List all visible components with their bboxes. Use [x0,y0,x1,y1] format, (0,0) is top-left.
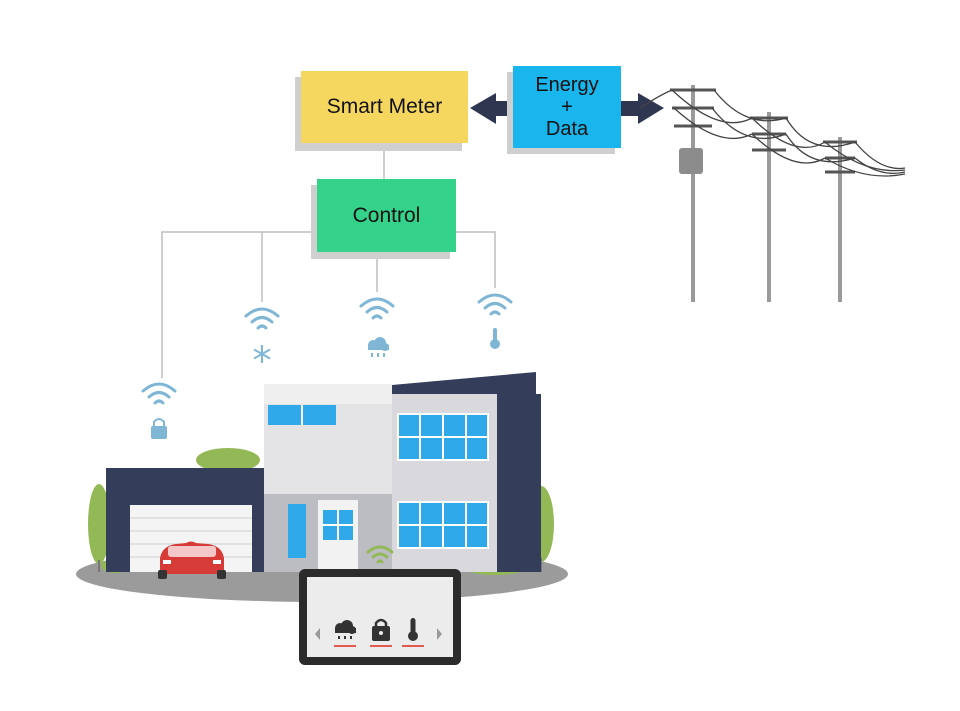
control-label: Control [352,203,421,227]
cloud-rain-icon [335,620,356,639]
car-illustration [158,541,226,579]
thermometer-icon [490,328,500,349]
wifi-icon [141,382,177,405]
cloud-rain-icon [368,337,389,357]
utility-poles [639,85,906,302]
snowflake-icon [253,345,271,363]
wifi-icon [359,297,395,320]
wifi-icon [244,307,280,330]
lock-icon [151,418,167,439]
window [397,413,489,549]
smart-meter-box: Smart Meter [301,71,468,143]
wifi-icon [477,293,513,316]
arrows [470,93,664,124]
transformer-icon [679,148,703,174]
left-arrow-icon [470,93,514,124]
control-box: Control [317,179,456,252]
data-label: Data [545,118,589,140]
device-icons [151,328,500,439]
plus-label: + [561,96,573,118]
wifi-icons [141,293,513,405]
tablet-illustration [299,545,461,665]
house-illustration [76,372,568,602]
right-arrow-icon [621,93,664,124]
smart-meter-label: Smart Meter [326,95,443,118]
connection-lines [161,150,496,378]
energy-label: Energy [535,74,599,96]
thermometer-icon [408,618,418,641]
energy-data-box: Energy + Data [513,66,621,148]
wifi-icon [366,545,394,564]
lock-icon [372,618,390,641]
